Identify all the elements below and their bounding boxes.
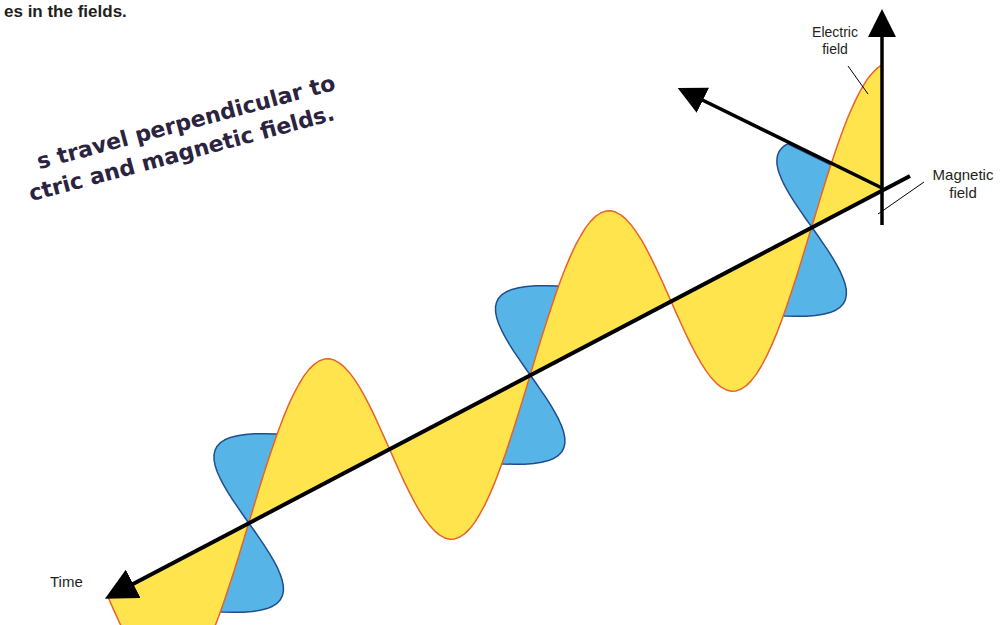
caption-fragment: es in the fields. [4,2,127,22]
magnetic-axis [684,91,882,188]
electric-lobe [249,359,390,523]
electric-lobe [671,227,812,391]
vertical-axis [880,16,884,225]
field-label: Magnetic field [926,166,1000,202]
time-axis [112,176,910,595]
electric-lobe [812,65,882,227]
leader-line [878,182,924,214]
leader-line [848,66,868,94]
electric-lobe [530,211,671,375]
field-label: Electric field [804,24,866,58]
electric-lobe [390,375,531,539]
electric-lobe [108,523,249,625]
axis-label: Time [50,573,83,590]
